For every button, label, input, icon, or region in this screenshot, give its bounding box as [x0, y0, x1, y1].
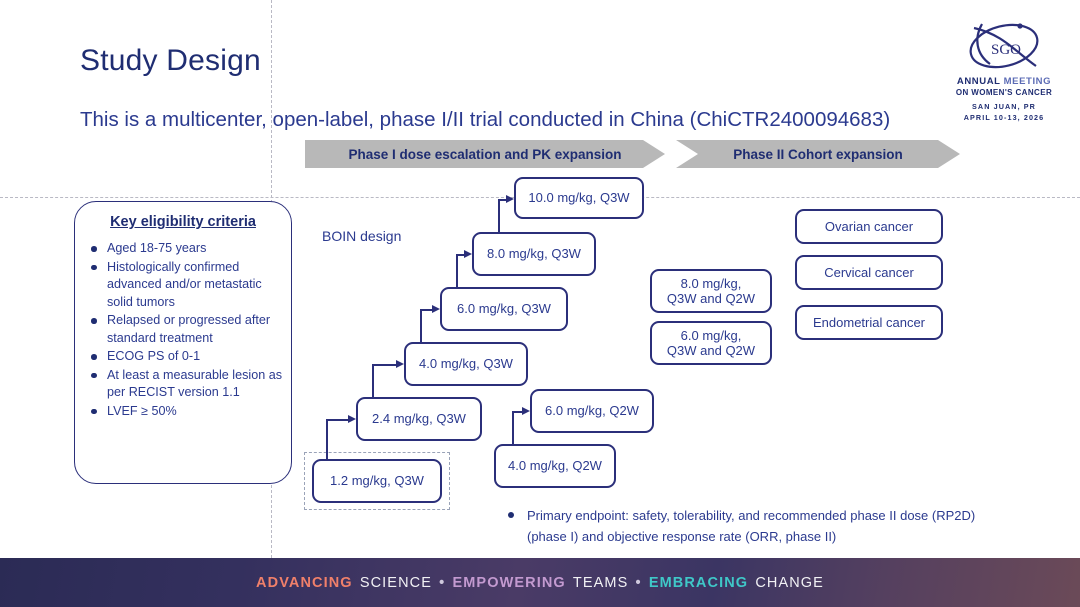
- arrow-head-to-4-0: [396, 359, 404, 368]
- tagline-word-embracing: EMBRACING: [648, 574, 749, 591]
- arrow-head-to-6-0-q2w: [522, 406, 530, 415]
- phase-banner-1: Phase I dose escalation and PK expansion: [305, 140, 665, 168]
- dose-box-2-4-q3w: 2.4 mg/kg, Q3W: [356, 397, 482, 441]
- page-title: Study Design: [80, 44, 261, 77]
- connector-2-4-to-4-0: [372, 364, 374, 397]
- eligibility-list: Aged 18-75 years Histologically confirme…: [75, 240, 291, 420]
- connector-8-0-to-10-0-h: [498, 199, 506, 201]
- arrow-head-to-8-0: [464, 249, 472, 258]
- footer-tagline: ADVANCING SCIENCE • EMPOWERING TEAMS • E…: [255, 575, 825, 591]
- tagline-word-teams: TEAMS: [572, 574, 629, 591]
- cohort-box-ovarian: Ovarian cancer: [795, 209, 943, 244]
- svg-text:SGO: SGO: [991, 42, 1021, 58]
- eligibility-title: Key eligibility criteria: [110, 214, 256, 230]
- connector-1-2-to-2-4-h: [326, 419, 348, 421]
- dose-box-1-2-q3w: 1.2 mg/kg, Q3W: [312, 459, 442, 503]
- phase2-dose-8-0-line1: 8.0 mg/kg,: [680, 275, 742, 291]
- phase2-dose-6-0-line2: Q3W and Q2W: [666, 343, 756, 358]
- connector-1-2-to-2-4: [326, 419, 328, 459]
- phase-banner-2: Phase II Cohort expansion: [676, 140, 960, 168]
- dose-box-6-0-q3w: 6.0 mg/kg, Q3W: [440, 287, 568, 331]
- tagline-word-science: SCIENCE: [359, 574, 432, 591]
- tagline-word-advancing: ADVANCING: [256, 574, 353, 591]
- tagline-separator-dot: •: [439, 574, 446, 591]
- cohort-box-endometrial: Endometrial cancer: [795, 305, 943, 340]
- list-item: Aged 18-75 years: [89, 240, 283, 258]
- eligibility-criteria-box: Key eligibility criteria Aged 18-75 year…: [74, 201, 292, 484]
- cohort-box-cervical: Cervical cancer: [795, 255, 943, 290]
- logo-word-meeting: MEETING: [1003, 76, 1052, 87]
- dose-box-4-0-q3w: 4.0 mg/kg, Q3W: [404, 342, 528, 386]
- footer-banner: ADVANCING SCIENCE • EMPOWERING TEAMS • E…: [0, 558, 1080, 607]
- dose-box-10-0-q3w: 10.0 mg/kg, Q3W: [514, 177, 644, 219]
- list-item: ECOG PS of 0-1: [89, 348, 283, 366]
- logo-dates: APRIL 10-13, 2026: [963, 113, 1045, 122]
- sgo-logo: SGO ANNUAL MEETING ON WOMEN'S CANCER SAN…: [944, 18, 1064, 123]
- connector-8-0-to-10-0: [498, 199, 500, 232]
- page-subtitle: This is a multicenter, open-label, phase…: [80, 108, 891, 131]
- tagline-separator-dot-2: •: [635, 574, 642, 591]
- sgo-swirl-icon: SGO: [944, 18, 1064, 76]
- connector-2-4-to-4-0-h: [372, 364, 396, 366]
- boin-design-label: BOIN design: [322, 228, 402, 244]
- connector-6-0-to-8-0: [456, 254, 458, 287]
- connector-4-0-to-6-0-h: [420, 309, 432, 311]
- logo-word-annual: ANNUAL: [956, 76, 1001, 87]
- tagline-word-change: CHANGE: [755, 574, 824, 591]
- logo-subtitle-line: ON WOMEN'S CANCER: [955, 88, 1053, 97]
- arrow-head-to-6-0: [432, 304, 440, 313]
- logo-annual-meeting: ANNUAL MEETING: [944, 76, 1064, 87]
- arrow-head-to-2-4: [348, 414, 356, 423]
- list-item: Histologically confirmed advanced and/or…: [89, 259, 283, 312]
- phase2-dose-8-0-line2: Q3W and Q2W: [666, 291, 756, 306]
- dose-box-4-0-q2w: 4.0 mg/kg, Q2W: [494, 444, 616, 488]
- list-item: Relapsed or progressed after standard tr…: [89, 312, 283, 347]
- connector-4-0-to-6-0: [420, 309, 422, 342]
- phase2-dose-box-8-0: 8.0 mg/kg, Q3W and Q2W: [650, 269, 772, 313]
- dose-box-6-0-q2w: 6.0 mg/kg, Q2W: [530, 389, 654, 433]
- phase2-dose-6-0-line1: 6.0 mg/kg,: [680, 327, 742, 343]
- dose-box-8-0-q3w: 8.0 mg/kg, Q3W: [472, 232, 596, 276]
- connector-4-0q2w-to-6-0q2w: [512, 411, 514, 444]
- list-item: At least a measurable lesion as per RECI…: [89, 367, 283, 402]
- connector-4-0q2w-to-6-0q2w-h: [512, 411, 522, 413]
- tagline-word-empowering: EMPOWERING: [452, 574, 566, 591]
- logo-location: SAN JUAN, PR: [972, 102, 1036, 111]
- primary-endpoint-text: Primary endpoint: safety, tolerability, …: [505, 505, 1007, 547]
- starting-dose-dashed-outline: [304, 452, 450, 510]
- list-item: LVEF ≥ 50%: [89, 403, 283, 421]
- phase2-dose-box-6-0: 6.0 mg/kg, Q3W and Q2W: [650, 321, 772, 365]
- connector-6-0-to-8-0-h: [456, 254, 464, 256]
- arrow-head-to-10-0: [506, 194, 514, 203]
